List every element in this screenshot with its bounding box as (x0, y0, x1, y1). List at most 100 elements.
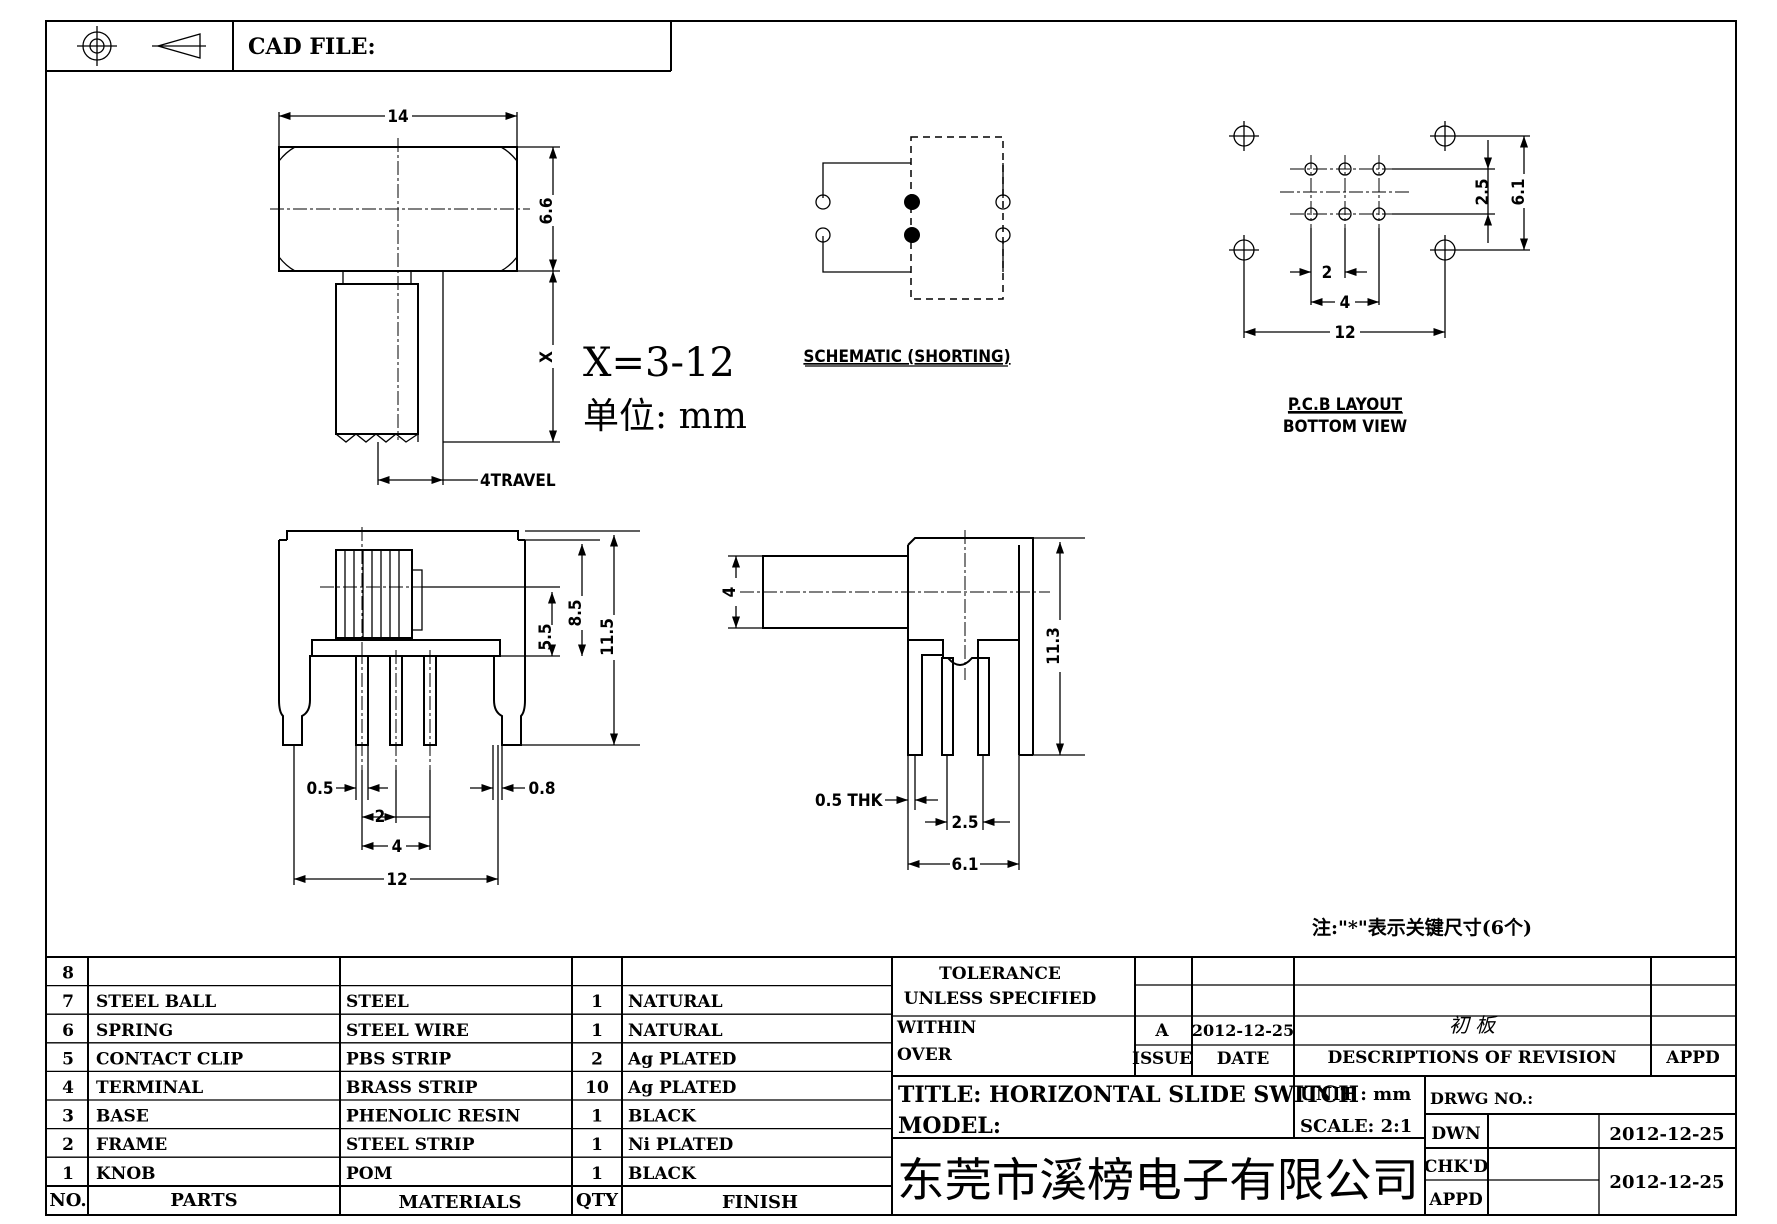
tolerance-line-2: UNLESS SPECIFIED (904, 989, 1097, 1009)
tolerance-within: WITHIN (896, 1018, 976, 1038)
side-thk: 0.5 THK (815, 791, 884, 811)
pcb-subtitle: BOTTOM VIEW (1283, 417, 1407, 437)
front-dim-2: 2 (375, 807, 386, 827)
bom-cell-no: 8 (62, 964, 74, 984)
bom-cell-qty: 1 (591, 992, 603, 1012)
bom-cell-no: 7 (62, 992, 74, 1012)
side-dim-11-3: 11.3 (1044, 627, 1064, 665)
bom-cell-part: TERMINAL (96, 1078, 203, 1098)
side-dim-6-1: 6.1 (951, 855, 978, 875)
appd-label: APPD (1665, 1048, 1720, 1068)
bom-header-materials: MATERIALS (398, 1192, 521, 1213)
front-dim-0-5: 0.5 (306, 779, 333, 799)
dwn-label: DWN (1431, 1124, 1480, 1144)
bom-row: 8 (62, 964, 74, 984)
pcb-title: P.C.B LAYOUT (1288, 395, 1403, 415)
dim-x: X (537, 351, 557, 363)
bom-cell-material: BRASS STRIP (346, 1078, 478, 1098)
top-view: 14 6.6 X 4TRAVEL (270, 107, 560, 491)
cad-file-label: CAD FILE: (248, 34, 376, 60)
front-dim-8-5: 8.5 (566, 599, 586, 626)
bom-row: 1 KNOB POM 1 BLACK (62, 1164, 697, 1184)
drawing-title: TITLE: HORIZONTAL SLIDE SWITCH (898, 1082, 1359, 1108)
bom-cell-part: STEEL BALL (96, 992, 216, 1012)
bom-cell-qty: 1 (591, 1164, 603, 1184)
bom-cell-no: 4 (62, 1078, 74, 1098)
tolerance-over: OVER (897, 1045, 953, 1065)
bom-cell-material: POM (346, 1164, 393, 1184)
bom-cell-material: PHENOLIC RESIN (346, 1107, 520, 1127)
bom-row: 3 BASE PHENOLIC RESIN 1 BLACK (62, 1107, 697, 1127)
schematic-shorting: SCHEMATIC (SHORTING) (803, 136, 1011, 367)
tolerance-line-1: TOLERANCE (939, 964, 1061, 984)
dim-14: 14 (387, 107, 408, 127)
bom-cell-finish: NATURAL (628, 1021, 723, 1041)
issue-date: 2012-12-25 (1192, 1021, 1294, 1040)
issue-value: A (1154, 1021, 1169, 1041)
bom-cell-finish: BLACK (628, 1164, 697, 1184)
bom-cell-qty: 1 (591, 1107, 603, 1127)
descriptions-of-revision-label: DESCRIPTIONS OF REVISION (1327, 1048, 1616, 1068)
bom-cell-finish: NATURAL (628, 992, 723, 1012)
bom-cell-part: KNOB (96, 1164, 156, 1184)
bom-header-finish: FINISH (722, 1192, 798, 1213)
side-dim-4: 4 (720, 587, 740, 598)
appd-row-label: APPD (1428, 1190, 1483, 1210)
key-dimension-note: 注:"*"表示关键尺寸(6个) (1312, 916, 1532, 939)
bom-row: 7 STEEL BALL STEEL 1 NATURAL (62, 992, 723, 1012)
bom-cell-part: SPRING (96, 1021, 173, 1041)
bom-row: 4 TERMINAL BRASS STRIP 10 Ag PLATED (62, 1078, 737, 1098)
bom-cell-qty: 1 (591, 1135, 603, 1155)
scale-label: SCALE: 2:1 (1300, 1116, 1412, 1137)
side-dim-2-5: 2.5 (951, 813, 978, 833)
title-block: TOLERANCE UNLESS SPECIFIED WITHIN OVER A… (892, 957, 1736, 1215)
bom-cell-material: PBS STRIP (346, 1049, 451, 1069)
bom-cell-material: STEEL (346, 992, 409, 1012)
unit-label: UNIT : mm (1300, 1084, 1411, 1105)
front-dim-11-5: 11.5 (598, 618, 618, 656)
bom-header-qty: QTY (576, 1190, 619, 1211)
pcb-dim-4: 4 (1340, 293, 1351, 313)
pcb-dim-12: 12 (1334, 323, 1355, 343)
bom-cell-finish: Ni PLATED (628, 1135, 734, 1155)
pcb-dim-6-1: 6.1 (1509, 178, 1529, 205)
company-name: 东莞市溪榜电子有限公司 (897, 1153, 1419, 1207)
dim-travel: 4TRAVEL (480, 471, 556, 491)
bom-cell-qty: 1 (591, 1021, 603, 1041)
bom-cell-no: 3 (62, 1107, 74, 1127)
pcb-dim-2: 2 (1322, 263, 1333, 283)
note-x-range: X=3-12 (583, 340, 735, 386)
front-view: 5.5 8.5 11.5 0.5 0.8 2 4 12 (278, 527, 640, 890)
bom-cell-finish: BLACK (628, 1107, 697, 1127)
bom-header-parts: PARTS (170, 1190, 237, 1211)
bom-cell-part: BASE (96, 1107, 149, 1127)
header-block: CAD FILE: (46, 21, 672, 72)
bom-cell-no: 1 (62, 1164, 74, 1184)
first-angle-projection-icon (77, 26, 206, 66)
dim-6-6: 6.6 (537, 197, 557, 224)
bom-cell-qty: 10 (585, 1078, 609, 1098)
front-dim-5-5: 5.5 (536, 623, 556, 650)
bom-cell-part: CONTACT CLIP (96, 1049, 243, 1069)
front-dim-4: 4 (392, 837, 403, 857)
note-unit: 单位: mm (583, 396, 747, 437)
chk-date: 2012-12-25 (1609, 1172, 1724, 1193)
pcb-dim-2-5: 2.5 (1473, 178, 1493, 205)
bom-cell-no: 5 (62, 1049, 74, 1069)
bom-cell-finish: Ag PLATED (627, 1049, 737, 1069)
side-view: 4 11.3 0.5 THK 2.5 6.1 (720, 530, 1085, 875)
schematic-label: SCHEMATIC (SHORTING) (803, 347, 1010, 367)
drawing-number-label: DRWG NO.: (1430, 1089, 1533, 1108)
date-label: DATE (1217, 1049, 1270, 1069)
bom-cell-material: STEEL STRIP (346, 1135, 475, 1155)
chkd-label: CHK'D (1424, 1157, 1489, 1177)
pcb-layout: 2.5 6.1 2 4 12 P.C.B LAYOUT BOTTOM VIEW (1229, 121, 1530, 437)
bom-cell-finish: Ag PLATED (627, 1078, 737, 1098)
bom-cell-qty: 2 (591, 1049, 603, 1069)
dwn-date: 2012-12-25 (1609, 1124, 1724, 1145)
revision-note: 初 板 (1449, 1013, 1498, 1037)
model-label: MODEL: (898, 1113, 1001, 1139)
